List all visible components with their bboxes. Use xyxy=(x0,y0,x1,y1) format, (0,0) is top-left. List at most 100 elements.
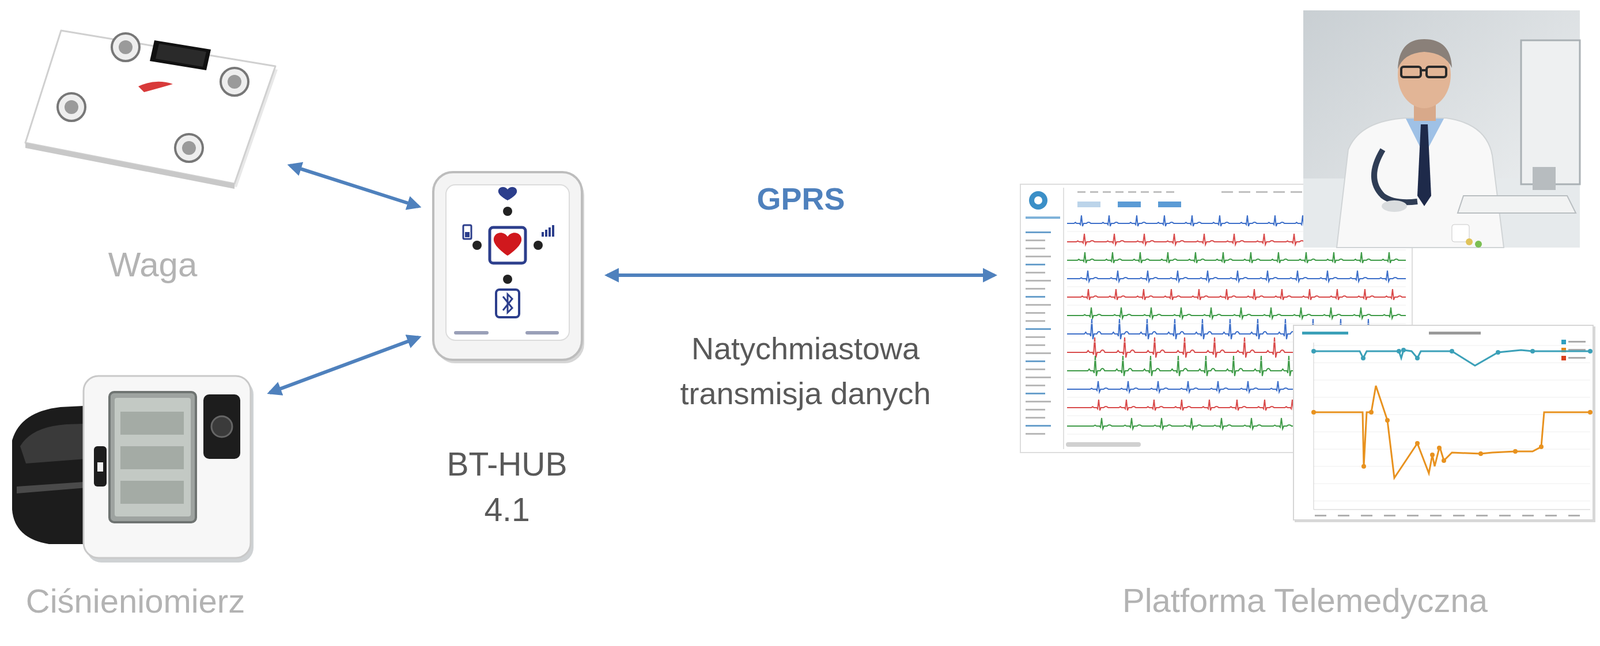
illustration-part xyxy=(1397,39,1452,70)
node-label: Waga xyxy=(108,244,198,285)
illustration-part xyxy=(1521,40,1580,185)
illustration-part xyxy=(1025,280,1051,282)
illustration-part xyxy=(1025,336,1046,339)
illustration-part xyxy=(1430,452,1435,458)
illustration-part xyxy=(1313,362,1591,364)
illustration-part xyxy=(1360,515,1373,517)
illustration-part xyxy=(1451,224,1470,242)
illustration-part xyxy=(454,331,489,335)
illustration-part xyxy=(1417,124,1432,207)
illustration-part xyxy=(1063,187,1065,450)
illustration-part xyxy=(472,240,482,251)
illustration-part xyxy=(1561,356,1567,361)
illustration-part xyxy=(1117,201,1141,208)
illustration-part xyxy=(1313,432,1591,433)
illustration-part xyxy=(533,240,543,251)
illustration-part xyxy=(1313,501,1591,502)
illustration-part xyxy=(1476,515,1488,517)
illustration-part xyxy=(1361,464,1367,469)
illustration-part xyxy=(1025,368,1046,371)
illustration-part xyxy=(1293,325,1594,521)
illustration-part xyxy=(1336,118,1504,248)
illustration-part xyxy=(1587,410,1593,415)
illustration-part xyxy=(1256,191,1268,194)
illustration-part xyxy=(211,416,233,438)
illustration-part xyxy=(120,411,184,436)
illustration-part xyxy=(1530,349,1535,354)
illustration-part xyxy=(1337,515,1350,517)
illustration-part xyxy=(1538,444,1544,450)
illustration-part xyxy=(548,227,551,237)
illustration-part xyxy=(1067,289,1406,301)
illustration-part xyxy=(1025,344,1046,347)
illustration-part xyxy=(1067,305,1406,306)
illustration-part xyxy=(220,67,249,96)
illustration-part xyxy=(1313,380,1591,381)
illustration-part xyxy=(1025,425,1051,427)
illustration-part xyxy=(1025,392,1046,395)
illustration-part xyxy=(1025,360,1046,363)
illustration-part xyxy=(1025,328,1051,331)
telemedicine-platform-illustration xyxy=(1014,5,1596,525)
illustration-part xyxy=(1457,195,1576,214)
blood-pressure-illustration xyxy=(8,371,263,565)
illustration-part xyxy=(435,175,585,364)
illustration-part xyxy=(1313,466,1591,468)
bt-hub-illustration xyxy=(426,169,588,366)
illustration-part xyxy=(1313,414,1591,416)
illustration-part xyxy=(118,40,133,55)
illustration-part xyxy=(227,74,242,89)
platform-node: Platforma Telemedyczna xyxy=(1014,5,1596,621)
illustration-part xyxy=(111,33,140,62)
illustration-part xyxy=(1587,349,1593,354)
illustration-part xyxy=(1396,349,1402,354)
illustration-part xyxy=(182,141,196,155)
illustration-part xyxy=(463,225,472,240)
illustration-part xyxy=(1025,312,1046,315)
illustration-part xyxy=(1140,191,1149,194)
illustration-part xyxy=(1153,191,1162,194)
illustration-part xyxy=(1025,271,1046,274)
illustration-part xyxy=(149,40,211,71)
illustration-part xyxy=(545,229,548,237)
illustration-part xyxy=(1025,409,1046,411)
illustration-part xyxy=(1077,191,1086,194)
illustration-part xyxy=(1474,240,1482,248)
illustration-part xyxy=(1360,356,1366,361)
illustration-part xyxy=(1025,376,1051,379)
illustration-part xyxy=(1532,167,1556,191)
illustration-part xyxy=(496,289,520,318)
illustration-part xyxy=(1025,417,1046,419)
illustration-part xyxy=(1067,270,1406,282)
illustration-part xyxy=(1313,509,1591,511)
illustration-part xyxy=(1025,384,1046,387)
illustration-part xyxy=(1478,451,1484,457)
illustration-part xyxy=(1499,515,1511,517)
illustration-part xyxy=(1436,445,1442,451)
illustration-part xyxy=(1102,191,1111,194)
illustration-part xyxy=(1025,231,1051,234)
illustration-part xyxy=(1034,196,1043,205)
illustration-part xyxy=(25,30,276,184)
illustration-part xyxy=(155,43,207,67)
illustration-part xyxy=(1067,268,1406,270)
illustration-part xyxy=(1025,263,1046,266)
illustration-part xyxy=(1420,69,1427,72)
illustration-part xyxy=(1426,66,1447,78)
illustration-part xyxy=(1512,449,1518,455)
illustration-part xyxy=(1495,350,1501,355)
illustration-part xyxy=(1381,200,1407,213)
illustration-part xyxy=(1401,348,1406,353)
illustration-part xyxy=(551,225,555,237)
illustration-part xyxy=(1025,352,1051,355)
illustration-part xyxy=(1406,515,1419,517)
illustration-part xyxy=(1025,247,1046,250)
illustration-part xyxy=(541,232,544,237)
illustration-part xyxy=(203,394,241,460)
illustration-part xyxy=(1430,515,1442,517)
illustration-part xyxy=(1311,349,1316,354)
illustration-part xyxy=(1428,331,1481,335)
node-label: Platforma Telemedyczna xyxy=(1122,581,1488,621)
illustration-part xyxy=(64,100,79,115)
illustration-part xyxy=(1385,418,1390,423)
